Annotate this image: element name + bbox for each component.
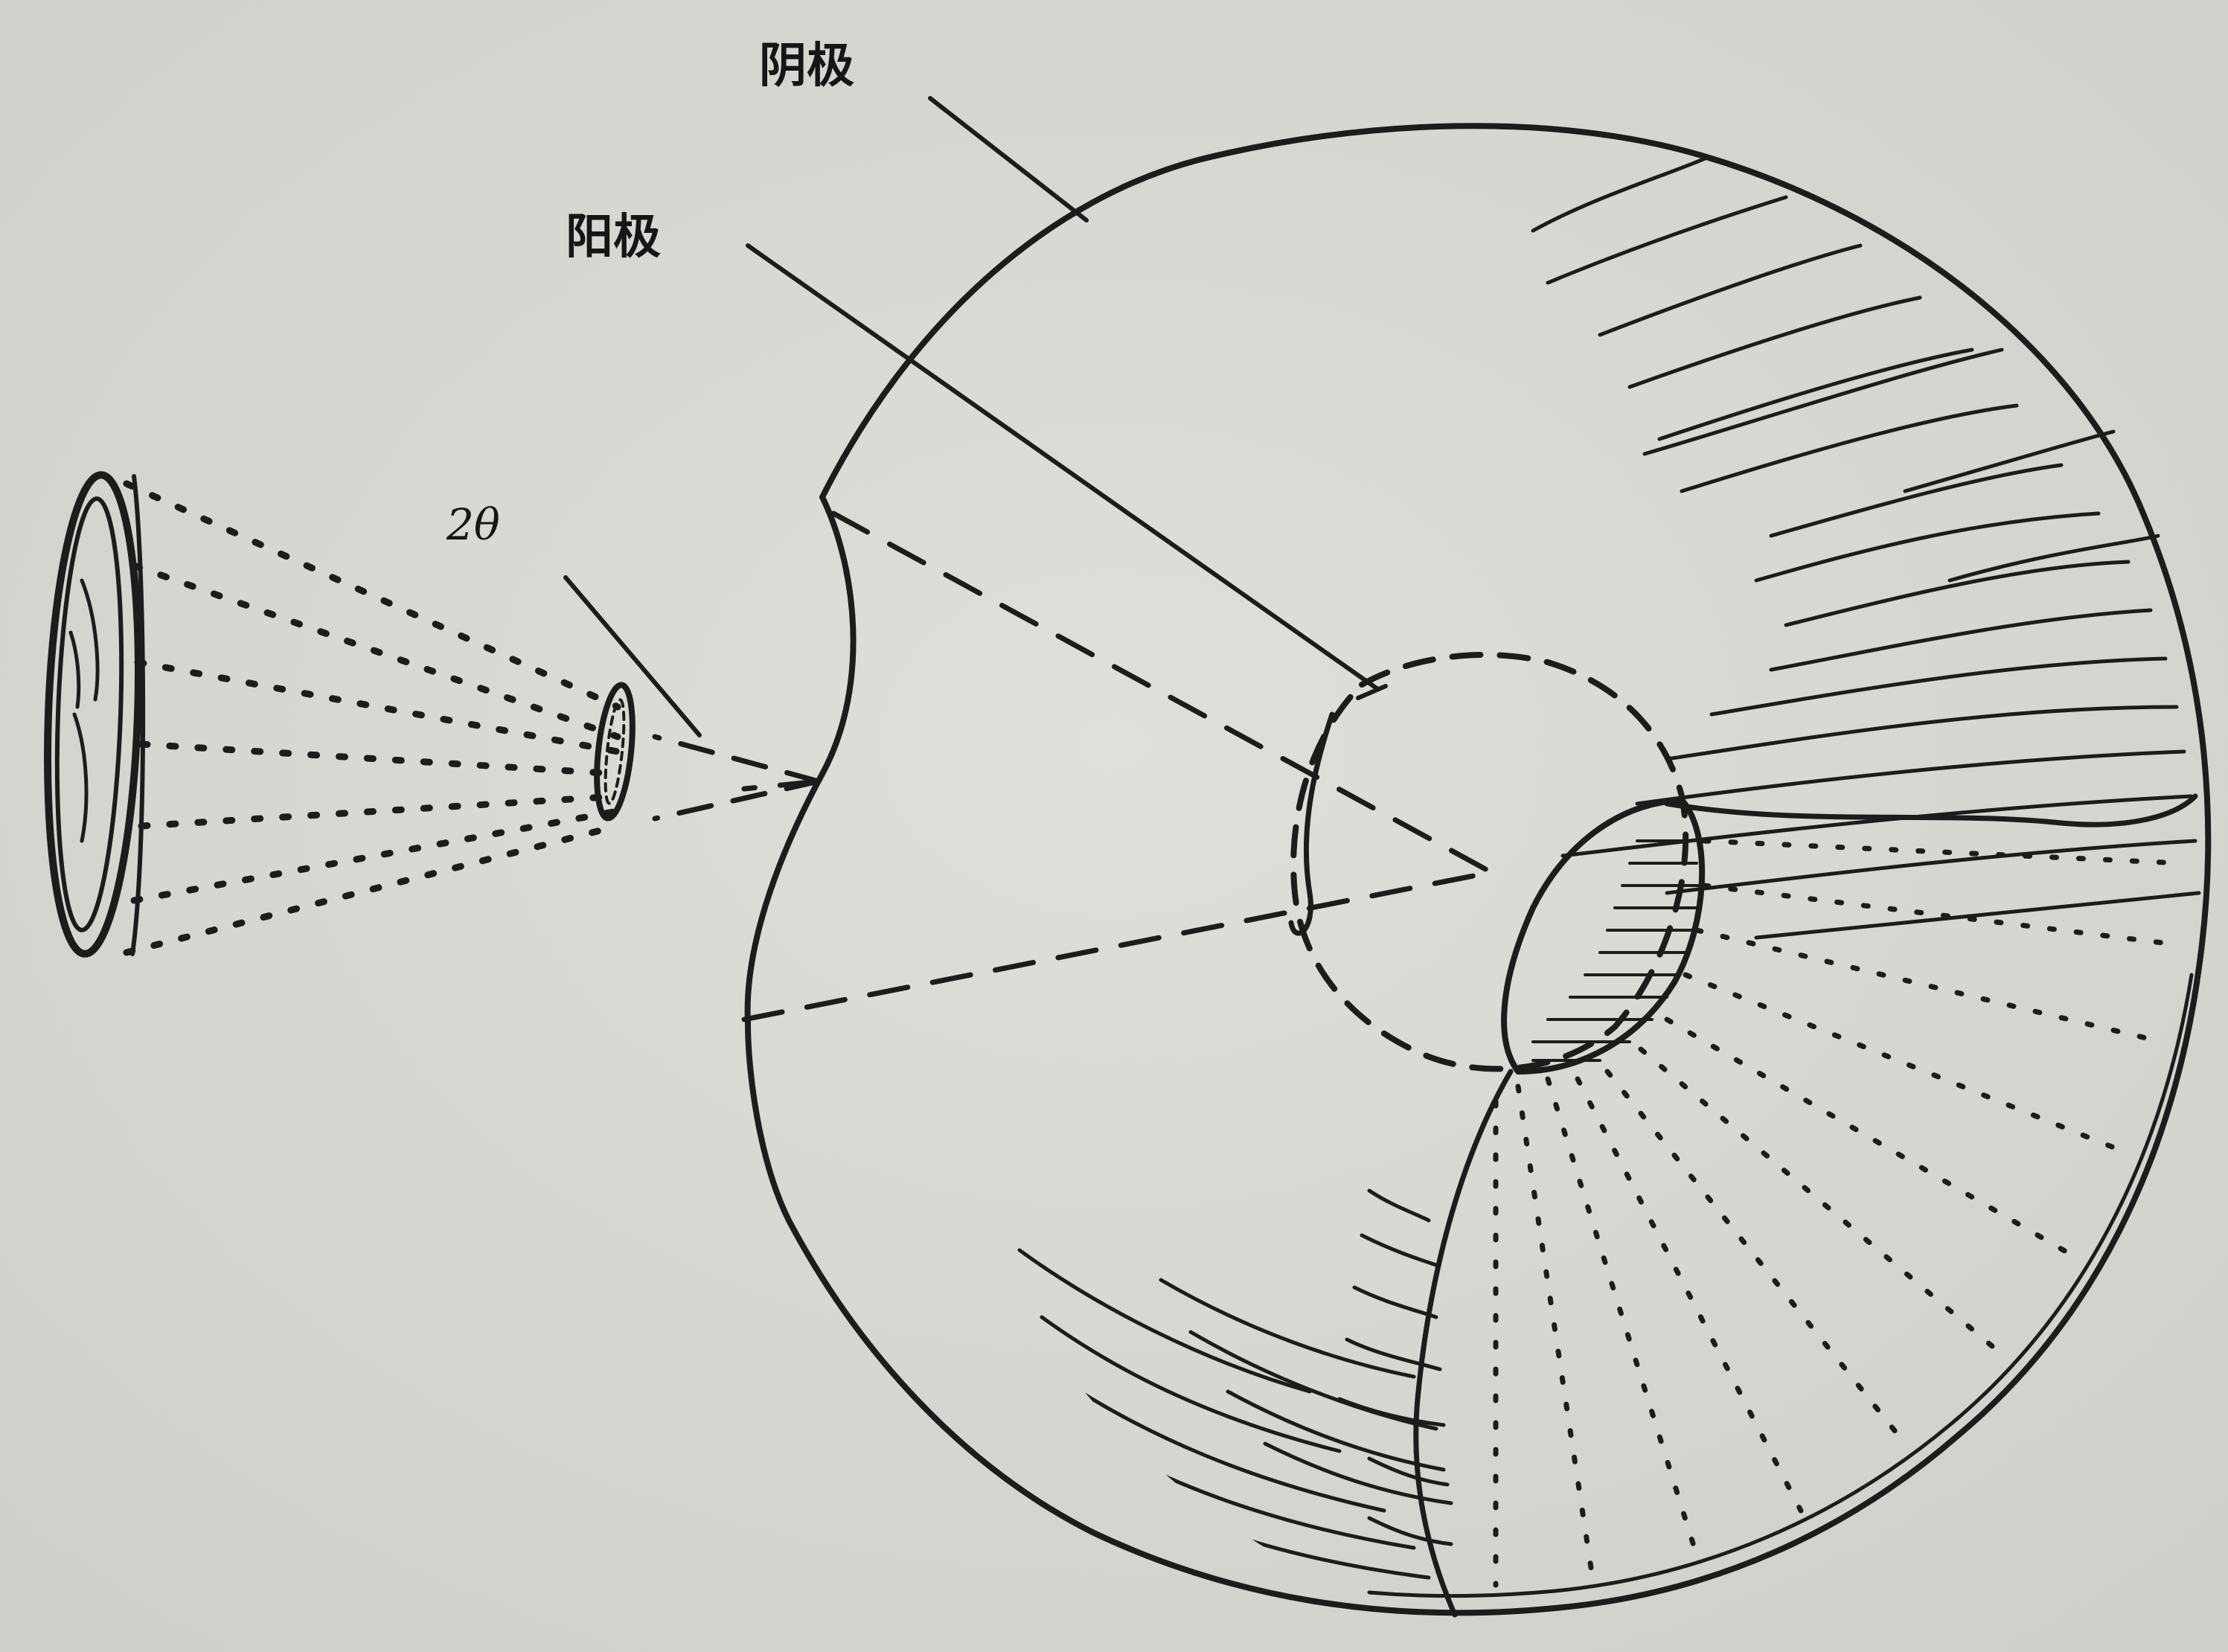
anode-sphere-dashed	[1290, 652, 1689, 1072]
cathode-sphere-outline	[745, 123, 2212, 1616]
cathode-label: 阴极	[759, 39, 854, 94]
cathode-hatching-upper	[1531, 156, 2201, 940]
beam-boundary-lower	[1413, 1069, 1514, 1618]
angle-label: 2θ	[446, 499, 500, 550]
anode-shading	[1531, 839, 1702, 1062]
beam-boundary-right	[1664, 793, 2198, 827]
detector-disc	[43, 471, 146, 958]
anode-cutaway-edge	[1288, 711, 1335, 936]
cathode-leader-line	[928, 96, 1089, 222]
anode-label: 阳极	[566, 210, 661, 265]
diffraction-dotted-lines	[123, 480, 621, 956]
aperture-ring-inner	[604, 698, 626, 805]
radial-beam-lines	[1493, 838, 2183, 1588]
anode-opening-rim	[1501, 797, 1706, 1075]
sphere-opening-edge	[744, 494, 857, 1026]
aperture-ring	[594, 682, 636, 822]
anode-leader-tick	[1356, 684, 1388, 700]
angle-leader-line	[563, 575, 702, 737]
anode-leader-line	[746, 243, 1379, 691]
convergence-dashed-lines	[652, 734, 822, 822]
sphere-rim-inner	[1367, 973, 2194, 1598]
